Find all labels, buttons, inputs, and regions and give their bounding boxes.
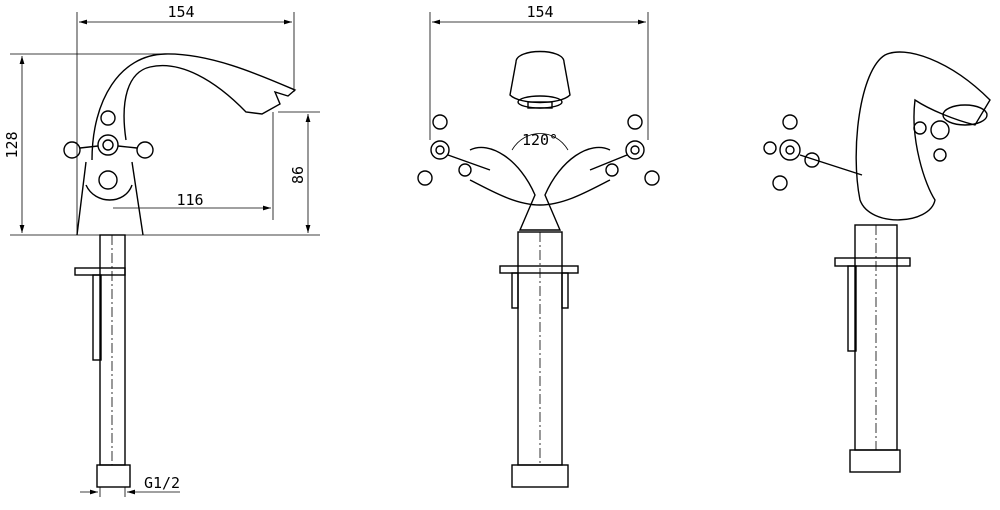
angle-dimension: 120° — [522, 131, 558, 149]
height-dimension: 128 — [3, 131, 21, 158]
thread-dimension: G1/2 — [144, 474, 180, 492]
perspective-view — [763, 51, 991, 473]
outlet-height-dimension: 86 — [289, 166, 307, 184]
cross-handle — [63, 110, 154, 190]
width-dimension: 154 — [167, 3, 194, 21]
side-view: 154 128 86 116 — [3, 3, 320, 497]
front-view: 154 120° — [417, 3, 660, 488]
front-width-dimension: 154 — [526, 3, 553, 21]
reach-dimension: 116 — [176, 191, 203, 209]
